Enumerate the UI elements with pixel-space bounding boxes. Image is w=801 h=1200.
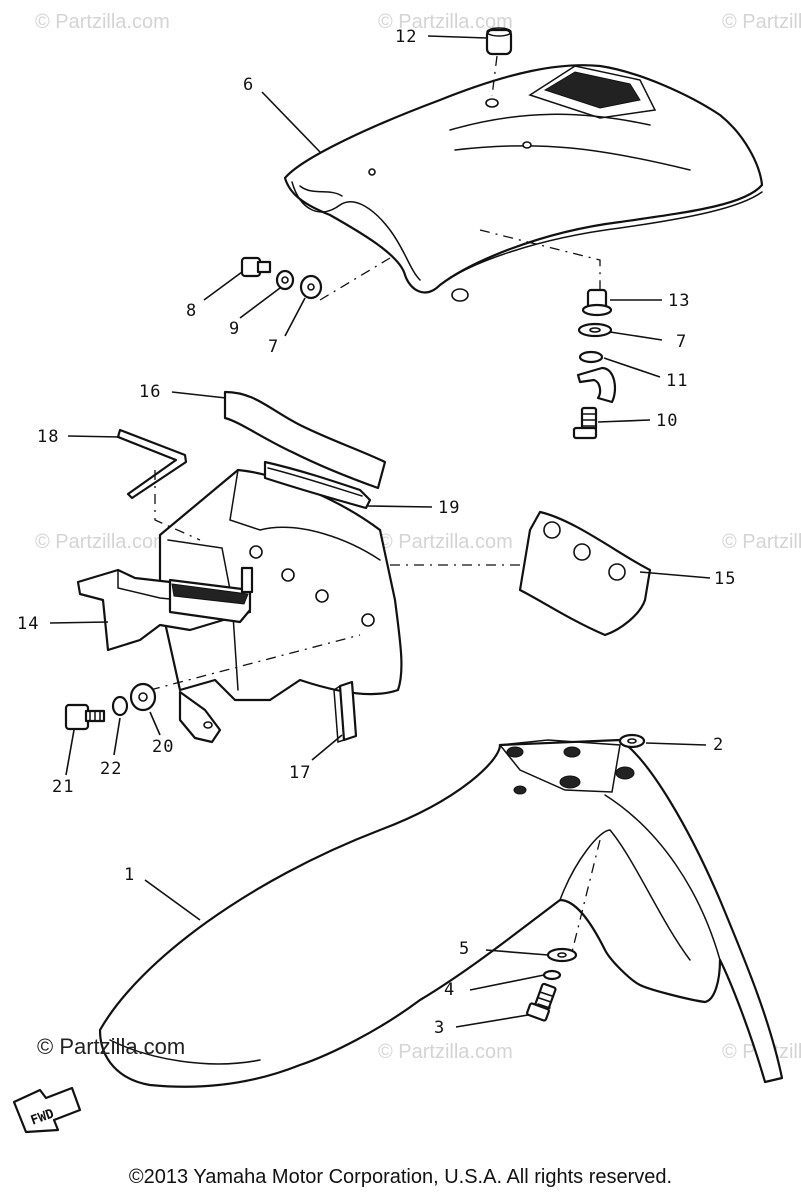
callout-5: 5 bbox=[459, 939, 470, 959]
callout-20: 20 bbox=[152, 737, 174, 757]
left-hardware-stack bbox=[240, 256, 391, 301]
part-12-grommet bbox=[485, 27, 513, 97]
partzilla-watermark: © Partzilla.com bbox=[37, 1034, 186, 1059]
leader-lines bbox=[49, 35, 711, 1028]
callout-3: 3 bbox=[434, 1018, 445, 1038]
callout-21: 21 bbox=[52, 777, 74, 797]
watermark-text: © Partzilla.com bbox=[378, 1041, 513, 1063]
callout-8: 8 bbox=[186, 301, 197, 321]
callouts: 12 6 8 9 7 13 7 11 10 16 18 19 15 14 20 … bbox=[17, 27, 736, 1038]
callout-22: 22 bbox=[100, 759, 122, 779]
callout-7-right: 7 bbox=[676, 332, 687, 352]
watermark-layer: © Partzilla.com © Partzilla.com © Partzi… bbox=[35, 11, 801, 1063]
callout-11: 11 bbox=[666, 371, 688, 391]
right-hardware-stack bbox=[479, 229, 617, 440]
callout-18: 18 bbox=[37, 427, 59, 447]
watermark-text: © Partzilla.com bbox=[35, 531, 170, 553]
left-bolt-assembly bbox=[64, 634, 361, 731]
fwd-arrow-icon: FWD bbox=[12, 1086, 82, 1134]
copyright-notice: ©2013 Yamaha Motor Corporation, U.S.A. A… bbox=[128, 1166, 673, 1188]
part-15-plate bbox=[390, 510, 652, 637]
part-16-strip bbox=[223, 390, 387, 490]
callout-1: 1 bbox=[124, 865, 135, 885]
callout-17: 17 bbox=[289, 763, 311, 783]
watermark-text: © Partzilla.com bbox=[722, 11, 801, 33]
callout-7-left: 7 bbox=[268, 337, 279, 357]
callout-12: 12 bbox=[395, 27, 417, 47]
callout-14: 14 bbox=[17, 614, 39, 634]
bottom-hardware-stack bbox=[526, 947, 578, 1022]
part-18-wire bbox=[116, 428, 201, 541]
callout-16: 16 bbox=[139, 382, 161, 402]
part-1-fender bbox=[98, 738, 784, 1088]
callout-2: 2 bbox=[713, 735, 724, 755]
callout-10: 10 bbox=[656, 411, 678, 431]
callout-4: 4 bbox=[444, 980, 455, 1000]
callout-19: 19 bbox=[438, 498, 460, 518]
watermark-text: © Partzilla.com bbox=[378, 11, 513, 33]
part-6-rear-cover bbox=[283, 64, 764, 302]
callout-13: 13 bbox=[668, 291, 690, 311]
watermark-text: © Partzilla.com bbox=[722, 531, 801, 553]
callout-9: 9 bbox=[229, 319, 240, 339]
part-19-strip bbox=[263, 460, 372, 510]
watermark-text: © Partzilla.com bbox=[35, 11, 170, 33]
part-14-bracket bbox=[76, 468, 403, 744]
part-17-block bbox=[333, 680, 358, 744]
part-2-washer bbox=[618, 733, 646, 749]
callout-15: 15 bbox=[714, 569, 736, 589]
watermark-text: © Partzilla.com bbox=[378, 531, 513, 553]
callout-6: 6 bbox=[243, 75, 254, 95]
